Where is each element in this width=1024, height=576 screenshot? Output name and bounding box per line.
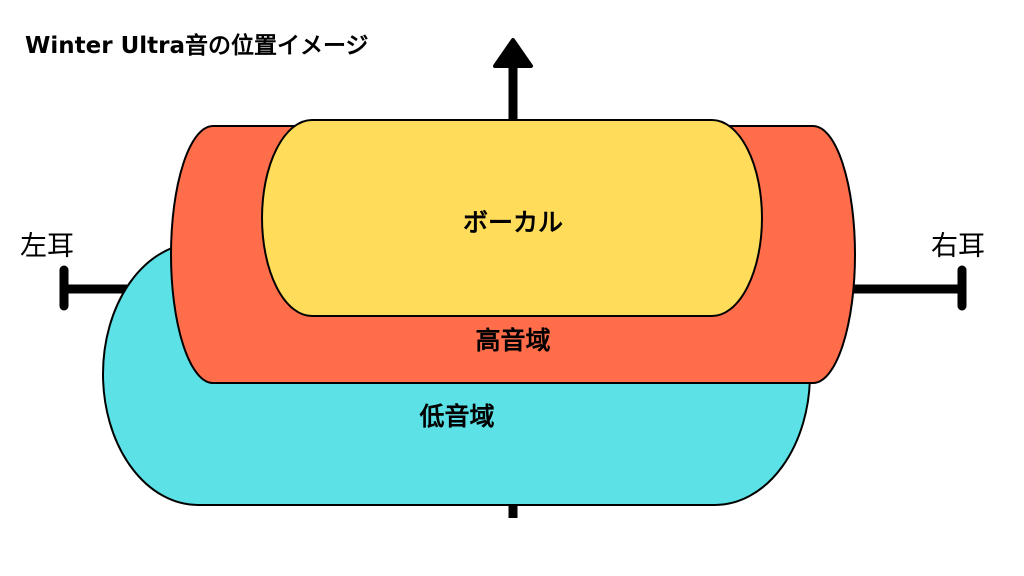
up-arrow-head-icon (493, 38, 533, 68)
high-range-label: 高音域 (475, 326, 551, 355)
vocal-shape (261, 119, 763, 317)
right-ear-label: 右耳 (931, 231, 985, 262)
vocal-label: ボーカル (462, 208, 564, 237)
left-ear-label: 左耳 (20, 231, 74, 262)
diagram-title: Winter Ultra音の位置イメージ (25, 33, 369, 59)
low-range-label: 低音域 (419, 402, 495, 431)
